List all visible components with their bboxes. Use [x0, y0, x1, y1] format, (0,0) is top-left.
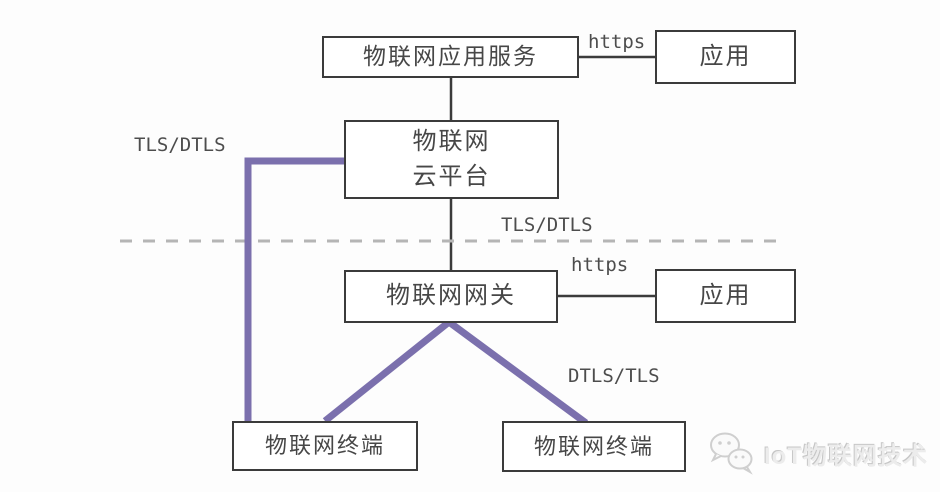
watermark: IoT物联网技术 — [706, 430, 928, 476]
application-middle-label: 应用 — [699, 282, 752, 309]
https-top-label: https — [588, 31, 646, 53]
secure-link-cloud-terminal-left — [244, 157, 344, 421]
tls-dtls-left-label: TLS/DTLS — [134, 134, 226, 156]
https-middle-label: https — [571, 254, 629, 276]
application-box-middle: 应用 — [655, 269, 796, 323]
dtls-tls-bottom-label: DTLS/TLS — [568, 365, 660, 387]
iot-terminal-left-label: 物联网终端 — [264, 433, 385, 459]
wechat-icon — [710, 432, 753, 475]
iot-application-service-box: 物联网应用服务 — [322, 36, 579, 78]
iot-cloud-platform-label-line1: 物联网 — [412, 128, 491, 155]
iot-terminal-left-box: 物联网终端 — [232, 421, 418, 471]
tls-dtls-right-label: TLS/DTLS — [501, 214, 593, 236]
watermark-text: IoT物联网技术 — [764, 442, 928, 470]
iot-gateway-label: 物联网网关 — [386, 283, 516, 310]
iot-cloud-platform-label-line2: 云平台 — [412, 163, 491, 190]
secure-link-gateway-terminal-right — [446, 319, 589, 426]
iot-application-service-label: 物联网应用服务 — [363, 44, 538, 70]
application-box-top: 应用 — [655, 30, 796, 84]
iot-terminal-right-label: 物联网终端 — [533, 433, 654, 459]
iot-terminal-right-box: 物联网终端 — [502, 421, 686, 472]
application-top-label: 应用 — [699, 43, 752, 70]
iot-gateway-box: 物联网网关 — [344, 270, 558, 323]
secure-link-gateway-terminal-left — [322, 319, 452, 424]
iot-cloud-platform-box: 物联网 云平台 — [344, 120, 559, 199]
